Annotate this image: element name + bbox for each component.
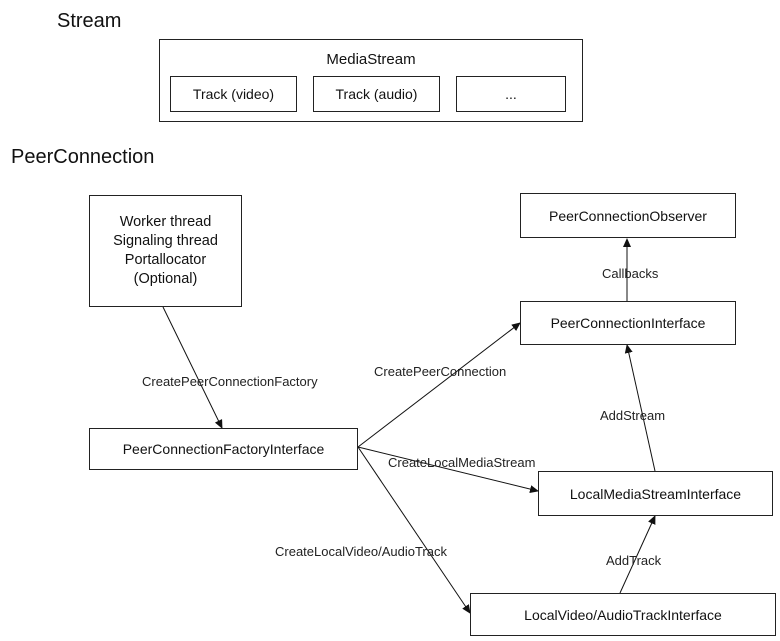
track-audio-box: Track (audio) bbox=[313, 76, 440, 112]
factory-interface-box: PeerConnectionFactoryInterface bbox=[89, 428, 358, 470]
label-create-track: CreateLocalVideo/AudioTrack bbox=[275, 544, 447, 559]
edge-add-track bbox=[619, 515, 656, 594]
label-create-stream: CreateLocalMediaStream bbox=[388, 455, 536, 470]
edge-create-stream bbox=[357, 446, 539, 493]
mediastream-title: MediaStream bbox=[326, 51, 416, 68]
local-media-stream-box: LocalMediaStreamInterface bbox=[538, 471, 773, 516]
edge-create-factory bbox=[162, 306, 223, 429]
edge-create-pc bbox=[357, 322, 521, 448]
peerconnection-heading: PeerConnection bbox=[11, 146, 155, 168]
label-add-stream: AddStream bbox=[600, 408, 666, 423]
label-create-pc: CreatePeerConnection bbox=[374, 364, 507, 379]
track-more-box: ... bbox=[456, 76, 566, 112]
stream-heading: Stream bbox=[57, 10, 122, 32]
label-create-factory: CreatePeerConnectionFactory bbox=[142, 374, 318, 389]
label-callbacks: Callbacks bbox=[602, 266, 659, 281]
worker-thread-text: Worker thread bbox=[119, 214, 212, 230]
signaling-thread-text: Signaling thread bbox=[113, 233, 218, 249]
local-track-interface-box: LocalVideo/AudioTrackInterface bbox=[470, 593, 776, 636]
track-video-box: Track (video) bbox=[170, 76, 297, 112]
edge-create-track bbox=[357, 446, 471, 614]
peerconnection-observer-box: PeerConnectionObserver bbox=[520, 193, 736, 238]
label-add-track: AddTrack bbox=[606, 553, 662, 568]
portallocator-text: Portallocator bbox=[124, 252, 207, 268]
peerconnection-interface-box: PeerConnectionInterface bbox=[520, 301, 736, 345]
threads-box: Worker thread Signaling thread Portalloc… bbox=[89, 195, 242, 307]
edge-add-stream bbox=[624, 344, 656, 472]
optional-text: (Optional) bbox=[133, 271, 198, 287]
